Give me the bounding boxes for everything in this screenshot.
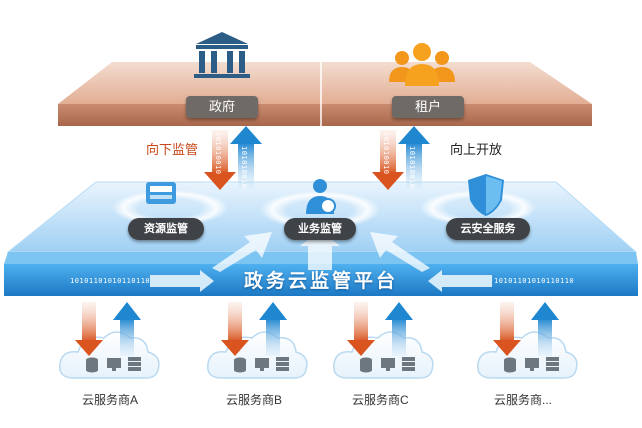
module-resource-supervision: 资源监管 [128,218,204,240]
monitor-icon [255,358,269,371]
vendor-c-label: 云服务商C [352,393,409,407]
module-business-supervision: 业务监管 [284,218,356,240]
tenant-label: 租户 [392,96,464,118]
vendor-c-arrows [347,302,413,356]
server-rack-icon [546,357,559,371]
server-rack-icon [402,357,415,371]
vendor-b-label: 云服务商B [226,393,283,407]
users-group-icon [389,43,455,86]
gov-down-arrow [204,130,236,190]
vendor-a-arrows [75,302,141,356]
server-rack-icon [128,357,141,371]
gov-label: 政府 [186,96,258,118]
gov-up-arrow [230,126,262,188]
database-icon [86,357,98,373]
band-binary-left: 10101101010110110 [70,277,151,285]
database-icon [360,357,372,373]
down-supervise-text: 向下监管 [146,142,199,157]
arrow-binary-text: 101010010 [382,132,390,175]
tenant-down-arrow [372,130,404,190]
up-open-text: 向上开放 [450,142,503,157]
vendor-d-arrows [493,302,559,356]
arrow-binary-text: 101010010 [240,146,248,189]
vendor-a-label: 云服务商A [82,393,139,407]
shield-icon [468,174,504,216]
top-plate-edge [58,104,592,126]
platform-title: 政务云监管平台 [243,271,398,292]
vendor-icons-a [86,357,141,373]
vendor-d-label: 云服务商... [494,393,553,407]
arrow-binary-text: 101010010 [408,146,416,189]
band-binary-right: 10101101010110110 [494,277,575,285]
database-icon [504,357,516,373]
monitor-icon [107,358,121,371]
server-rack-icon [276,357,289,371]
vendor-icons-d [504,357,559,373]
government-building-icon [194,32,250,78]
top-plate [58,62,592,104]
vendor-c-cloud [333,331,434,379]
monitor-icon [381,358,395,371]
user-chart-icon [306,179,336,214]
monitor-icon [525,358,539,371]
server-box-icon [146,182,176,204]
vendor-icons-b [234,357,289,373]
module-cloud-security: 云安全服务 [446,218,530,240]
vendor-b-cloud [207,331,308,379]
arrow-binary-text: 101010010 [214,132,222,175]
vendor-a-cloud [59,331,160,379]
database-icon [234,357,246,373]
vendor-b-arrows [221,302,287,356]
vendor-d-cloud [477,331,578,379]
vendor-icons-c [360,357,415,373]
tenant-up-arrow [398,126,430,188]
